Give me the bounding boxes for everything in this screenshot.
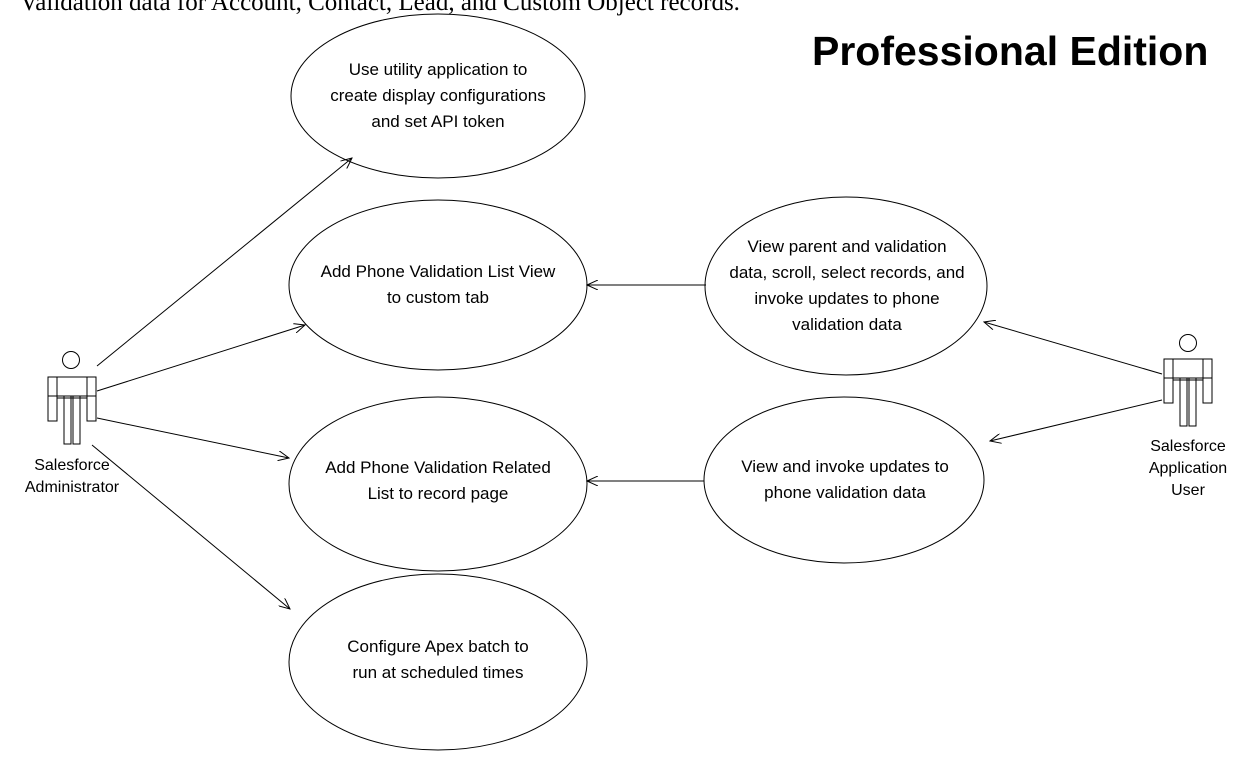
use-case-view-invoke-line-1: View and invoke updates to [741, 457, 949, 476]
app-user-actor-label-line-3: User [1171, 482, 1205, 499]
use-case-related-list-line-2: List to record page [367, 484, 509, 503]
admin-actor-label-line-1: Salesforce [34, 457, 110, 474]
admin-to-related-list-arrow [96, 417, 289, 458]
use-case-view-parent-line-1: View parent and validation [747, 237, 947, 256]
use-case-apex-batch-ellipse [288, 573, 588, 751]
intro-text: Validation data for Account, Contact, Le… [20, 0, 740, 16]
use-case-view-invoke-ellipse [703, 396, 985, 564]
app-user-to-view-parent-arrow [984, 322, 1163, 375]
use-case-utility-app-ellipse [290, 13, 586, 179]
admin-actor-label-line-2: Administrator [24, 479, 120, 496]
use-case-view-parent-line-4: validation data [792, 315, 902, 334]
use-case-view-parent: View parent and validation data, scroll,… [706, 206, 988, 366]
app-user-actor-label: Salesforce Application User [1138, 436, 1238, 502]
use-case-view-parent-line-2: data, scroll, select records, and [729, 263, 965, 282]
admin-actor-label: Salesforce Administrator [12, 455, 132, 499]
use-case-apex-batch-line-1: Configure Apex batch to [347, 637, 529, 656]
use-case-apex-batch: Configure Apex batch to run at scheduled… [290, 580, 586, 740]
app-user-actor-figure [1163, 334, 1213, 427]
use-case-utility-app-line-2: create display configurations [330, 86, 546, 105]
use-case-utility-app-line-1: Use utility application to [348, 60, 528, 79]
use-case-view-parent-ellipse [704, 196, 988, 376]
use-case-list-view: Add Phone Validation List View to custom… [290, 205, 586, 365]
use-case-apex-batch-line-2: run at scheduled times [352, 663, 524, 682]
use-case-related-list: Add Phone Validation Related List to rec… [290, 401, 586, 561]
admin-to-apex-batch-arrow [91, 444, 290, 609]
use-case-list-view-line-2: to custom tab [386, 288, 490, 307]
use-case-related-list-line-1: Add Phone Validation Related [325, 458, 551, 477]
use-case-view-invoke: View and invoke updates to phone validat… [705, 400, 985, 560]
app-user-actor-label-line-2: Application [1148, 460, 1228, 477]
use-case-view-parent-line-3: invoke updates to phone [754, 289, 940, 308]
app-user-actor-label-line-1: Salesforce [1150, 438, 1226, 455]
app-user-to-view-invoke-arrow [990, 399, 1163, 441]
use-case-utility-app-line-3: and set API token [371, 112, 505, 131]
use-case-list-view-line-1: Add Phone Validation List View [320, 262, 556, 281]
admin-actor-figure [47, 351, 97, 445]
admin-to-utility-app-arrow [96, 158, 352, 367]
admin-to-list-view-arrow [96, 325, 305, 392]
use-case-utility-app: Use utility application to create displa… [294, 20, 582, 172]
edition-title: Professional Edition [812, 28, 1209, 74]
use-case-view-invoke-line-2: phone validation data [764, 483, 926, 502]
